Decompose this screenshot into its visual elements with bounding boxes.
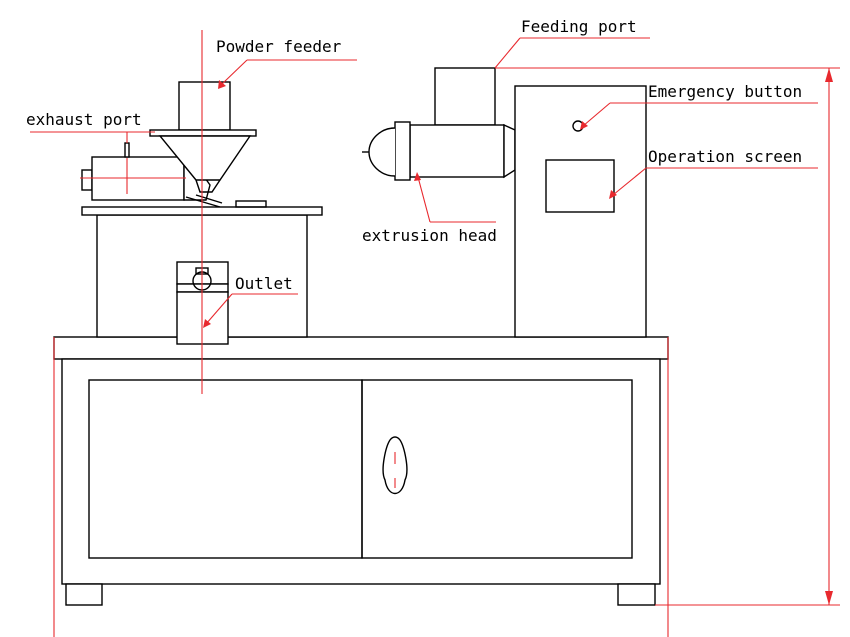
label-feeding-port: Feeding port (521, 17, 637, 36)
right-foot (617, 583, 656, 606)
cabinet (53, 336, 669, 606)
door-handle (382, 436, 408, 495)
control-tower (514, 85, 647, 338)
label-outlet: Outlet (235, 274, 293, 293)
table-top (53, 336, 669, 360)
labels: Powder feeder Feeding port exhaust port … (26, 17, 802, 293)
cabinet-body (61, 358, 661, 585)
extrusion-head (362, 67, 516, 181)
label-extrusion-head: extrusion head (362, 226, 497, 245)
dimension-lines (53, 30, 840, 637)
plate-detail (235, 200, 267, 208)
label-emergency-button: Emergency button (648, 82, 802, 101)
label-powder-feeder: Powder feeder (216, 37, 342, 56)
left-foot (65, 583, 103, 606)
powder-feeder (149, 81, 257, 193)
right-door (361, 379, 633, 559)
operation-screen (545, 159, 615, 213)
label-exhaust-port: exhaust port (26, 110, 142, 129)
label-operation-screen: Operation screen (648, 147, 802, 166)
leader-lines (30, 37, 818, 328)
